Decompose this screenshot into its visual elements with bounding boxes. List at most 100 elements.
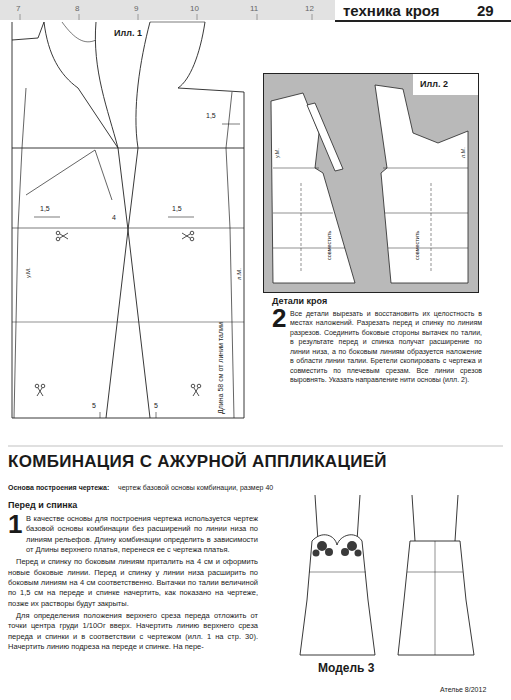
footer-note: Ателье 8/2012 <box>440 686 486 694</box>
ruler-number: 10 <box>190 4 199 13</box>
dimension-tick <box>34 124 240 217</box>
pattern-stroke <box>35 384 45 396</box>
dimension-label: 4 <box>112 214 116 222</box>
pattern-stroke <box>37 388 43 396</box>
dimension-label: 1,5 <box>206 112 216 120</box>
pattern-stroke <box>41 384 45 388</box>
strap <box>315 495 360 541</box>
pattern-stroke <box>313 550 320 557</box>
back-top <box>12 22 44 40</box>
grain-mark: л.М. <box>236 268 243 280</box>
section-heading: Перед и спинка <box>8 500 77 510</box>
back-armhole <box>44 22 118 148</box>
dimension-label: 5 <box>92 402 96 410</box>
ruler-number: 9 <box>134 4 138 13</box>
front-armhole <box>178 22 244 92</box>
ruler-number: 7 <box>16 4 20 13</box>
hip-line-lower <box>12 322 244 323</box>
back-seam <box>407 541 463 655</box>
drop-cap: 1 <box>8 511 22 537</box>
basis-text: чертеж базовой основы комбинации, размер… <box>118 484 273 492</box>
model-sketch <box>300 495 474 655</box>
article-title: КОМБИНАЦИЯ С АЖУРНОЙ АППЛИКАЦИЕЙ <box>8 452 387 472</box>
pattern-drawing-2 <box>263 73 479 293</box>
pattern-stroke <box>325 548 333 556</box>
figure-label: Илл. 1 <box>112 28 144 38</box>
pattern-stroke <box>197 384 201 388</box>
body-paragraph: Перед и спинку по боковым линиям притали… <box>8 557 258 609</box>
pattern-stroke <box>355 550 362 557</box>
panel-ground <box>263 73 479 293</box>
strap-piece <box>307 103 343 171</box>
pattern-stroke <box>191 384 201 396</box>
front-cup <box>95 22 118 148</box>
model-caption: Модель 3 <box>318 662 374 676</box>
pattern-stroke <box>56 231 68 241</box>
ruler-strip <box>0 0 335 20</box>
match-note: совместить <box>326 231 332 260</box>
dart-line <box>106 148 128 418</box>
header-band: техника кроя 29 <box>335 0 511 22</box>
scissors-marks <box>35 231 201 396</box>
pattern-stroke <box>60 233 68 239</box>
underbust-seam <box>309 572 366 573</box>
front-cup <box>136 22 150 148</box>
page-number: 29 <box>477 2 494 19</box>
ruler-ticks <box>20 14 312 20</box>
pattern-stroke <box>56 231 60 235</box>
pattern-stroke <box>301 183 431 273</box>
dimension-tick <box>100 412 156 418</box>
pattern-stroke <box>273 168 468 248</box>
panel-lines <box>273 168 468 273</box>
side-line <box>226 92 234 418</box>
pattern-stroke <box>35 384 39 388</box>
strap <box>412 495 458 541</box>
length-note: Длина 58 см от линии талии <box>217 322 225 414</box>
section-title: техника кроя <box>343 2 440 19</box>
ruler-number: 8 <box>75 4 79 13</box>
body-paragraph: Все детали вырезать и восстановить их це… <box>290 309 482 385</box>
pattern-stroke <box>182 233 190 239</box>
lace-applique <box>313 541 362 557</box>
figure-label: Илл. 2 <box>420 79 448 89</box>
drop-cap: 2 <box>272 305 286 331</box>
grain-mark: у.М. <box>25 267 32 278</box>
ruler-number: 11 <box>250 4 258 13</box>
waist-line <box>12 148 244 149</box>
back-piece <box>271 93 355 283</box>
ruler-number: 12 <box>305 4 314 13</box>
figure-panel: Илл. 2 у.М. совместить совместить л.М. <box>263 73 479 293</box>
back-dress <box>398 541 474 655</box>
pattern-stroke <box>182 231 194 241</box>
side-line <box>14 88 26 418</box>
neckline <box>62 22 96 42</box>
pattern-stroke <box>190 237 194 241</box>
pattern-stroke <box>56 237 60 241</box>
pattern-stroke <box>191 384 195 388</box>
pattern-stroke <box>20 14 312 20</box>
frame-line <box>12 22 244 418</box>
pattern-stroke <box>271 85 468 283</box>
match-note: совместить <box>414 231 420 260</box>
pattern-drawing-1 <box>12 22 244 418</box>
yoke-line <box>26 150 112 200</box>
front-dress <box>300 535 375 655</box>
grain-mark: у.М. <box>274 148 280 158</box>
pattern-stroke <box>341 548 349 556</box>
basis-label: Основа построения чертежа: <box>8 484 109 492</box>
pattern-stroke <box>317 541 327 551</box>
rule-line <box>8 446 503 447</box>
panel-label-ground <box>413 73 479 95</box>
pattern-stroke <box>193 388 199 396</box>
grain-mark: л.М. <box>460 147 466 158</box>
dart-line <box>128 148 150 418</box>
dimension-label: 5 <box>154 402 158 410</box>
pattern-stroke <box>347 541 357 551</box>
top-edge <box>150 22 205 23</box>
pattern-stroke <box>190 231 194 235</box>
body-paragraph: Для определения положения верхнего среза… <box>8 611 258 652</box>
body-paragraph: В качестве основы для построения чертежа… <box>26 514 258 555</box>
front-piece <box>375 85 468 283</box>
dimension-label: 1,5 <box>172 205 182 213</box>
